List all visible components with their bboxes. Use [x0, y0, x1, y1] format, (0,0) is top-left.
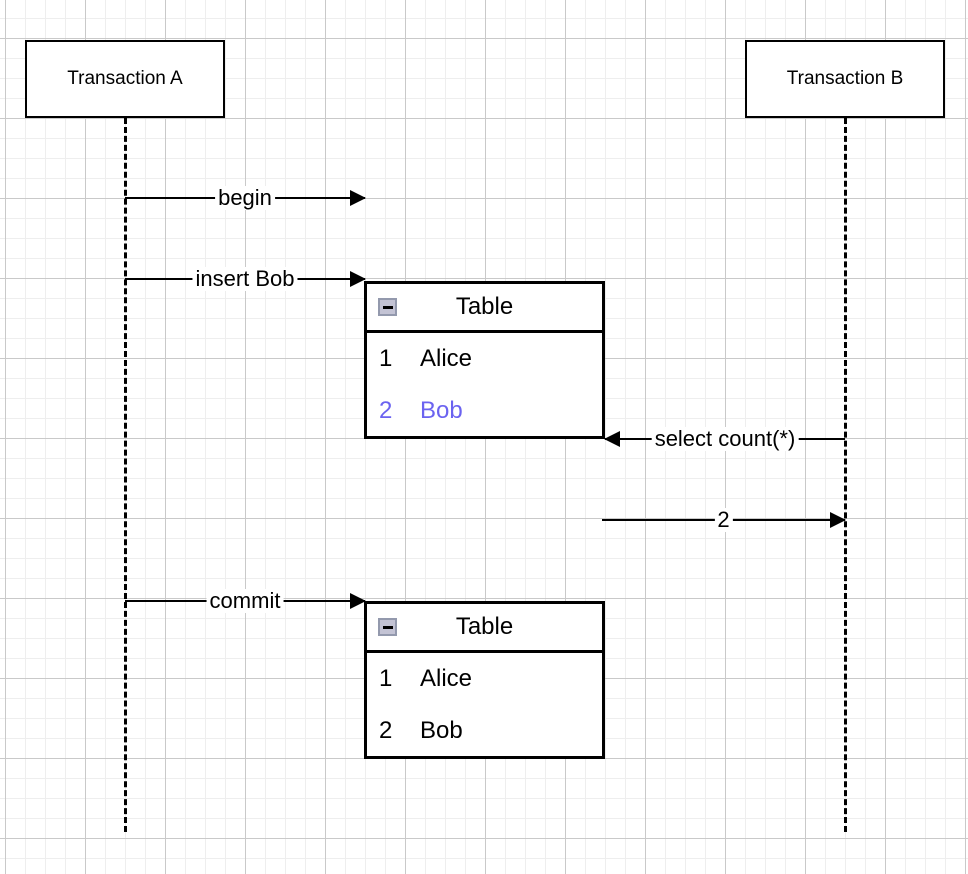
- message-label: commit: [206, 589, 284, 613]
- arrowhead-right-icon: [350, 593, 366, 609]
- table-cell-id: 1: [379, 345, 393, 372]
- table-cell-name: Bob: [420, 397, 463, 424]
- table-shape-1[interactable]: Table 1 Alice 2 Bob: [364, 281, 605, 439]
- message-label: begin: [215, 186, 275, 210]
- table-title: Table: [455, 613, 514, 640]
- arrowhead-right-icon: [350, 190, 366, 206]
- table-shape-2[interactable]: Table 1 Alice 2 Bob: [364, 601, 605, 759]
- message-commit[interactable]: commit: [125, 589, 366, 613]
- table-row: 1 Alice: [367, 333, 602, 385]
- table-cell-name: Alice: [420, 665, 473, 692]
- arrowhead-left-icon: [604, 431, 620, 447]
- participant-transaction-b[interactable]: Transaction B: [745, 40, 945, 118]
- minus-icon[interactable]: [378, 298, 397, 316]
- participant-transaction-a[interactable]: Transaction A: [25, 40, 225, 118]
- message-label: insert Bob: [192, 267, 298, 291]
- minus-icon[interactable]: [378, 618, 397, 636]
- arrowhead-right-icon: [830, 512, 846, 528]
- message-count-result[interactable]: 2: [602, 508, 846, 532]
- table-row: 1 Alice: [367, 653, 602, 705]
- table-row: 2 Bob: [367, 385, 602, 437]
- table-row: 2 Bob: [367, 705, 602, 757]
- table-cell-name: Alice: [420, 345, 473, 372]
- table-cell-name: Bob: [420, 717, 463, 744]
- table-cell-id: 1: [379, 665, 393, 692]
- lifeline-transaction-b: [844, 118, 847, 832]
- lifeline-transaction-a: [124, 118, 127, 832]
- participant-label: Transaction B: [786, 68, 904, 89]
- message-label: 2: [714, 508, 733, 532]
- table-header: Table: [367, 284, 602, 333]
- table-title: Table: [455, 293, 514, 320]
- message-select-count[interactable]: select count(*): [604, 427, 845, 451]
- message-label: select count(*): [651, 427, 799, 451]
- participant-label: Transaction A: [67, 68, 183, 89]
- message-insert-bob[interactable]: insert Bob: [125, 267, 366, 291]
- table-cell-id: 2: [379, 397, 393, 424]
- table-header: Table: [367, 604, 602, 653]
- table-cell-id: 2: [379, 717, 393, 744]
- message-begin[interactable]: begin: [125, 186, 366, 210]
- arrowhead-right-icon: [350, 271, 366, 287]
